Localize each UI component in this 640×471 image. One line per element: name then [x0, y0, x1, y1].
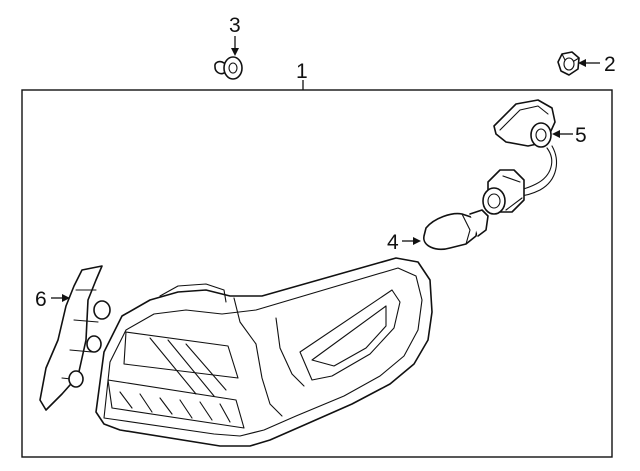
callout-1[interactable]: 1	[296, 60, 308, 83]
socket-harness-part[interactable]	[482, 99, 558, 215]
leader-2	[578, 59, 600, 67]
callout-3[interactable]: 3	[229, 14, 241, 37]
bracket-part[interactable]	[39, 265, 111, 411]
leader-5	[552, 130, 573, 138]
callout-6[interactable]: 6	[35, 288, 47, 311]
bulb-part[interactable]	[423, 209, 489, 251]
tail-lamp-assembly[interactable]	[95, 257, 433, 447]
leader-4	[402, 237, 421, 245]
callout-2[interactable]: 2	[604, 53, 616, 76]
assembly-frame	[21, 89, 613, 458]
callout-4[interactable]: 4	[387, 231, 399, 254]
leader-3	[231, 36, 239, 56]
nut-part[interactable]	[557, 51, 580, 76]
leader-6	[51, 294, 70, 302]
screw-clip-part[interactable]	[214, 56, 243, 80]
callout-5[interactable]: 5	[575, 124, 587, 147]
